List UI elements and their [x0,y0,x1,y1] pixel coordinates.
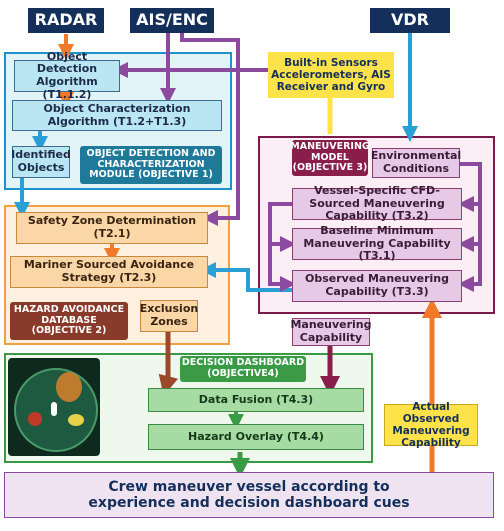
baseline-capability-box: Baseline Minimum Maneuvering Capability … [292,224,462,262]
object-characterization-box: Object Characterization Algorithm (T1.2+… [12,100,222,131]
arrow-observed-mariner [200,262,292,292]
mariner-strategy-box: Mariner Sourced Avoidance Strategy (T2.3… [10,256,208,288]
bracket-right [458,162,482,292]
radar-hazard-orange [56,372,82,402]
radar-hazard-yellow [68,414,84,426]
arrow-ais-right [180,32,240,226]
objective4-label: DECISION DASHBOARD (OBJECTIVE4) [180,356,306,382]
objective3-label: MANEUVERING MODEL (OBJECTIVE 3) [290,140,370,176]
maneuvering-capability-box: Maneuvering Capability [290,318,372,346]
radar-source: RADAR [28,8,104,33]
identified-objects-box: Identified Objects [11,146,71,178]
ais-enc-source: AIS/ENC [130,8,214,33]
objective1-label: OBJECT DETECTION AND CHARACTERIZATION MO… [80,146,222,184]
vdr-source: VDR [370,8,450,33]
objective2-label: HAZARD AVOIDANCE DATABASE (OBJECTIVE 2) [10,302,128,340]
radar-display-image [8,358,100,456]
data-fusion-box: Data Fusion (T4.3) [148,388,364,412]
arrow-exclusion-fusion [158,330,179,396]
radar-hazard-red [28,412,42,426]
sensors-box: Built-in Sensors Accelerometers, AIS Rec… [268,52,394,98]
actual-observed-box: Actual Observed Maneuvering Capability [384,401,478,449]
cfd-capability-box: Vessel-Specific CFD-Sourced Maneuvering … [292,184,462,222]
exclusion-zones-box: Exclusion Zones [140,300,198,332]
environmental-conditions-box: Environmental Conditions [371,148,461,178]
radar-vessel-marker [51,402,57,416]
hazard-overlay-box: Hazard Overlay (T4.4) [148,424,364,450]
crew-action-box: Crew maneuver vessel according to experi… [4,472,494,518]
object-detection-box: Object Detection Algorithm (T1.1.2) [14,50,120,100]
observed-capability-box: Observed Maneuvering Capability (T3.3) [292,270,462,302]
safety-zone-box: Safety Zone Determination (T2.1) [16,212,208,244]
